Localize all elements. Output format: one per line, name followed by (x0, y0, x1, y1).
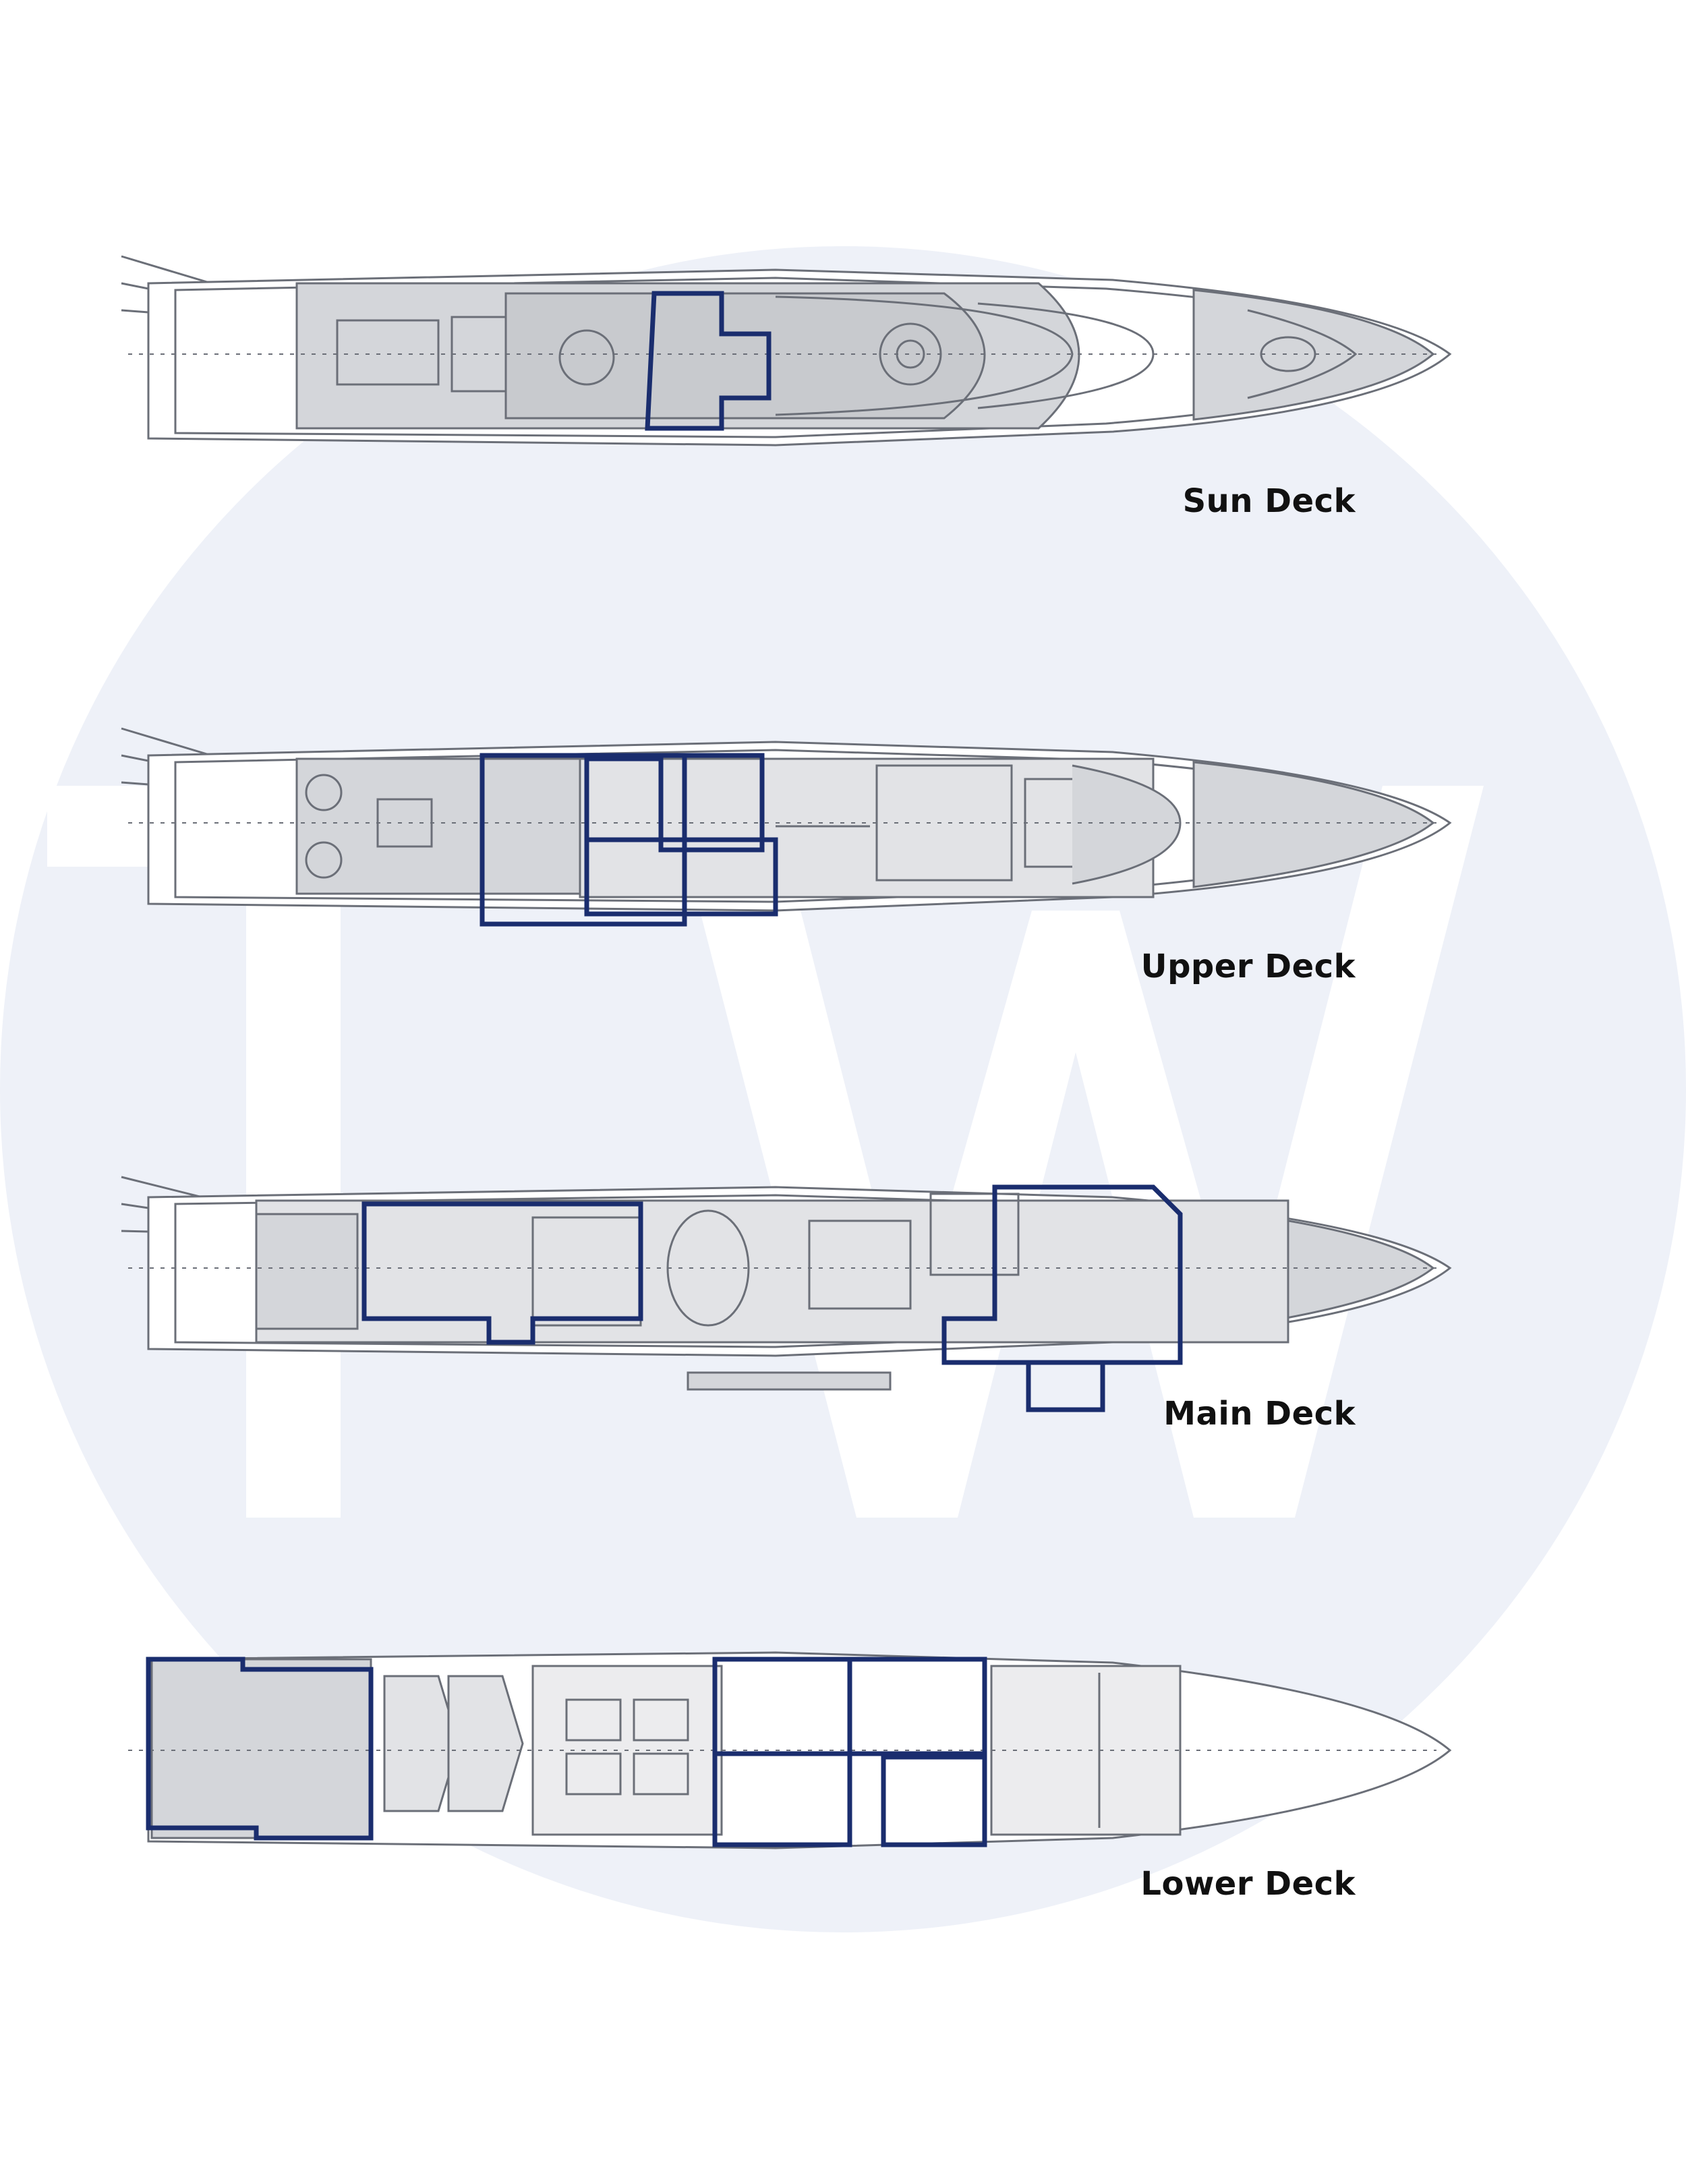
sun-deck-label: Sun Deck (1182, 482, 1356, 520)
upper-deck-highlight-rooms (479, 753, 778, 927)
sun-deck-section: Sun Deck (101, 243, 1452, 526)
upper-deck-plan (121, 727, 1452, 927)
sun-deck-highlight-room (645, 291, 772, 431)
main-deck-highlight-rooms (361, 1184, 1183, 1412)
main-deck-section: Main Deck (101, 1167, 1452, 1464)
upper-deck-section: Upper Deck (101, 718, 1452, 1002)
main-deck-label: Main Deck (1163, 1395, 1356, 1433)
sun-deck-plan (121, 255, 1452, 447)
lower-deck-highlight-rooms (146, 1657, 987, 1847)
lower-deck-label: Lower Deck (1140, 1865, 1356, 1903)
main-deck-plan (121, 1176, 1452, 1412)
lower-deck-section: Lower Deck (101, 1646, 1452, 1929)
lower-deck-plan (128, 1651, 1452, 1849)
upper-deck-label: Upper Deck (1140, 948, 1356, 985)
watermark-letter-t-stem (246, 786, 341, 1518)
